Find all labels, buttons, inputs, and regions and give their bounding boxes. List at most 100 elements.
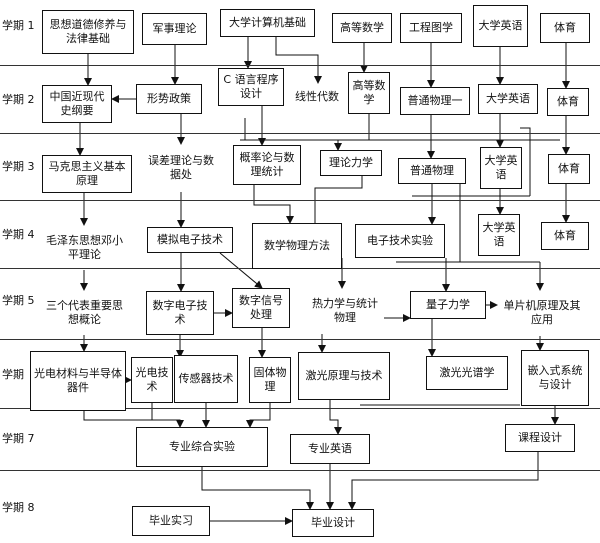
term-label-t6: 学期 <box>2 368 24 381</box>
course-box-c13: 普通物理一 <box>400 87 470 115</box>
course-box-c2: 军事理论 <box>142 13 207 45</box>
course-box-c44: 课程设计 <box>505 424 575 452</box>
course-label: 三个代表重要思想概论 <box>46 298 123 326</box>
course-label: 专业英语 <box>308 442 352 455</box>
course-label: 数学物理方法 <box>264 239 330 252</box>
course-box-c10: C 语言程序设计 <box>218 68 284 106</box>
term-label-t1: 学期 1 <box>2 19 35 32</box>
dependency-arrow <box>219 252 263 289</box>
course-label: 理论力学 <box>329 156 373 169</box>
course-label: 工程图学 <box>409 21 453 34</box>
course-label: 大学英语 <box>486 92 530 105</box>
course-box-c12: 高等数学 <box>348 72 390 114</box>
course-box-c3: 大学计算机基础 <box>220 9 315 37</box>
term-label-t8: 学期 8 <box>2 501 35 514</box>
course-box-c7: 体育 <box>540 13 590 43</box>
course-box-c8: 中国近现代史纲要 <box>42 85 112 123</box>
term-separator <box>0 408 600 409</box>
course-box-c5: 工程图学 <box>400 13 462 43</box>
course-label: 传感器技术 <box>178 372 234 385</box>
term-separator <box>0 200 600 201</box>
course-box-c35: 光电材料与半导体器件 <box>30 351 126 411</box>
term-label-t4: 学期 4 <box>2 228 35 241</box>
course-label: 高等数学 <box>352 79 386 106</box>
course-label: 专业综合实验 <box>169 440 235 453</box>
course-box-c37: 传感器技术 <box>174 355 238 403</box>
course-label: C 语言程序设计 <box>223 73 279 100</box>
course-label: 毕业实习 <box>149 514 193 527</box>
term-separator <box>0 470 600 471</box>
course-box-c18: 概率论与数理统计 <box>233 145 301 185</box>
course-box-c34: 单片机原理及其应用 <box>497 290 587 336</box>
course-box-c28: 体育 <box>541 222 589 250</box>
course-box-c24: 模拟电子技术 <box>147 227 233 253</box>
course-box-c31: 数字信号处理 <box>232 288 290 328</box>
course-box-c25: 数学物理方法 <box>252 223 342 269</box>
course-label: 体育 <box>558 162 580 175</box>
course-box-c36: 光电技术 <box>131 357 173 403</box>
course-box-c30: 数字电子技术 <box>146 291 214 335</box>
course-label: 光电材料与半导体器件 <box>34 367 122 394</box>
course-box-c14: 大学英语 <box>478 84 538 114</box>
course-box-c26: 电子技术实验 <box>355 224 445 258</box>
course-label: 热力学与统计物理 <box>312 297 378 324</box>
term-label-t7: 学期 7 <box>2 432 35 445</box>
course-label: 激光原理与技术 <box>305 369 383 382</box>
course-box-c17: 误差理论与数据处 <box>145 144 217 192</box>
course-label: 误差理论与数据处 <box>148 154 214 181</box>
course-label: 大学英语 <box>478 19 523 32</box>
course-label: 大学英语 <box>484 154 518 181</box>
course-box-c32: 热力学与统计物理 <box>306 288 384 334</box>
course-box-c40: 激光光谱学 <box>426 356 508 390</box>
course-box-c16: 马克思主义基本原理 <box>42 155 132 193</box>
course-box-c38: 固体物理 <box>249 357 291 403</box>
course-label: 体育 <box>557 95 579 108</box>
course-box-c20: 普通物理 <box>398 158 466 184</box>
dependency-arrow <box>201 467 314 510</box>
dependency-arrow <box>246 403 271 428</box>
course-box-c22: 体育 <box>548 154 590 184</box>
course-label: 光电技术 <box>135 366 169 393</box>
course-box-c45: 毕业实习 <box>132 506 210 536</box>
course-label: 形势政策 <box>147 92 191 105</box>
course-label: 电子技术实验 <box>367 234 433 247</box>
course-box-c29: 三个代表重要思想概论 <box>42 290 127 335</box>
dependency-arrow <box>275 37 322 84</box>
term-label-t3: 学期 3 <box>2 160 35 173</box>
course-label: 单片机原理及其应用 <box>503 299 581 326</box>
dependency-arrow <box>253 185 294 224</box>
term-label-t5: 学期 5 <box>2 294 35 307</box>
course-label: 课程设计 <box>518 431 562 444</box>
connector-line <box>520 127 531 196</box>
course-label: 普通物理 <box>410 164 454 177</box>
course-label: 普通物理一 <box>407 94 463 107</box>
course-box-c41: 嵌入式系统与设计 <box>521 350 589 406</box>
course-label: 毕业设计 <box>311 516 355 529</box>
course-box-c43: 专业英语 <box>290 434 370 464</box>
course-label: 概率论与数理统计 <box>239 151 295 178</box>
course-label: 大学英语 <box>482 221 516 248</box>
course-box-c4: 高等数学 <box>332 13 392 43</box>
course-label: 嵌入式系统与设计 <box>527 364 583 391</box>
course-box-c1: 思想道德修养与法律基础 <box>42 10 134 54</box>
course-label: 数字信号处理 <box>239 294 283 321</box>
course-label: 马克思主义基本原理 <box>48 160 126 187</box>
connector-line <box>314 176 363 223</box>
course-box-c11: 线性代数 <box>288 83 346 111</box>
course-label: 中国近现代史纲要 <box>49 90 105 117</box>
term-separator <box>0 133 600 134</box>
course-box-c21: 大学英语 <box>480 147 522 189</box>
dependency-arrow <box>348 452 539 510</box>
course-label: 数字电子技术 <box>152 299 208 326</box>
course-label: 大学计算机基础 <box>229 16 306 29</box>
course-box-c23: 毛泽东思想邓小平理论 <box>42 225 127 270</box>
course-label: 高等数学 <box>340 21 384 34</box>
course-label: 模拟电子技术 <box>157 233 223 246</box>
course-box-c15: 体育 <box>547 88 589 116</box>
term-separator <box>0 65 600 66</box>
course-label: 军事理论 <box>152 22 197 35</box>
course-label: 量子力学 <box>426 298 470 311</box>
course-label: 体育 <box>554 229 576 242</box>
term-label-t2: 学期 2 <box>2 93 35 106</box>
